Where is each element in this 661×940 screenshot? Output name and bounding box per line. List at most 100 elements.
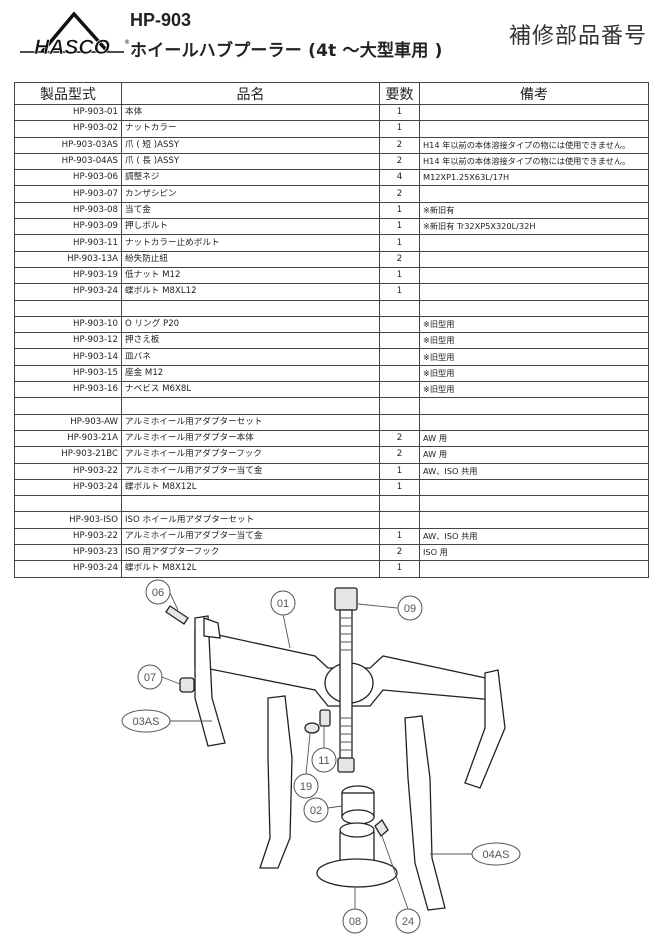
part-code-cell: HP-903-14 — [14, 348, 122, 366]
part-name-cell: アルミホイール用アダプター本体 — [121, 429, 380, 448]
part-code-cell: HP-903-24 — [14, 560, 122, 578]
part-name-cell: 座金 M12 — [121, 364, 380, 383]
part-name-cell: 当て金 — [121, 201, 380, 220]
adjust-screw-part — [165, 605, 189, 625]
quantity-cell — [379, 348, 420, 366]
notes-cell: H14 年以前の本体溶接タイプの物には使用できません。 — [419, 136, 649, 154]
svg-text:®: ® — [124, 39, 130, 46]
part-name-cell: 蝶ボルト M8X12L — [121, 560, 380, 578]
header-model-code: 製品型式 — [14, 82, 122, 105]
exploded-diagram: 06 01 09 07 03AS 11 — [100, 578, 540, 936]
part-code-cell: HP-903-07 — [14, 185, 122, 203]
part-code-cell: HP-903-13A — [14, 250, 122, 268]
hasco-logo: HASCO ® — [12, 8, 130, 64]
notes-cell: AW 用 — [419, 429, 649, 448]
pin-part — [179, 677, 195, 693]
callout-07: 07 — [137, 664, 181, 690]
long-jaw-center — [259, 695, 293, 869]
header-notes: 備考 — [419, 82, 649, 105]
callout-02: 02 — [303, 797, 343, 823]
part-name-cell: 蝶ボルト M8X12L — [121, 478, 380, 497]
part-name-cell: アルミホイール用アダプターフック — [121, 446, 380, 464]
quantity-cell: 1 — [379, 283, 420, 301]
part-name-cell: ナットカラー止めボルト — [121, 234, 380, 252]
part-name-cell: アルミホイール用アダプターセット — [121, 413, 380, 431]
notes-cell — [419, 397, 649, 415]
notes-cell: AW 用 — [419, 446, 649, 464]
product-name: ホイールハブプーラー (4t ～大型車用 ) — [130, 41, 443, 61]
part-code-cell: HP-903-10 — [14, 315, 122, 334]
part-name-cell: O リング P20 — [121, 315, 380, 334]
notes-cell: ※旧型用 — [419, 315, 649, 334]
part-name-cell: ナベビス M6X8L — [121, 381, 380, 399]
quantity-cell: 1 — [379, 527, 420, 546]
quantity-cell: 2 — [379, 152, 420, 171]
low-nut-part — [304, 722, 320, 734]
part-name-cell: 蝶ボルト M8XL12 — [121, 283, 380, 301]
part-name-cell: 爪 ( 長 )ASSY — [121, 152, 380, 171]
part-name-cell: 爪 ( 短 )ASSY — [121, 136, 380, 154]
part-name-cell: 本体 — [121, 103, 380, 122]
notes-cell — [419, 560, 649, 578]
notes-cell — [419, 299, 649, 317]
part-name-cell — [121, 397, 380, 415]
quantity-cell: 1 — [379, 234, 420, 252]
part-code-cell: HP-903-12 — [14, 332, 122, 350]
quantity-cell — [379, 511, 420, 529]
short-jaw-right — [464, 669, 506, 789]
quantity-cell — [379, 495, 420, 513]
table-row — [14, 495, 649, 513]
part-code-cell: HP-903-08 — [14, 201, 122, 220]
part-code-cell: HP-903-15 — [14, 364, 122, 383]
part-code-cell: HP-903-03AS — [14, 136, 122, 154]
part-code-cell: HP-903-19 — [14, 266, 122, 285]
quantity-cell — [379, 332, 420, 350]
wing-bolt-part — [374, 819, 389, 837]
svg-text:06: 06 — [152, 587, 164, 599]
callout-09: 09 — [357, 595, 423, 621]
quantity-cell: 2 — [379, 185, 420, 203]
callout-03as: 03AS — [121, 709, 212, 733]
part-name-cell: 押さえ板 — [121, 332, 380, 350]
part-code-cell: HP-903-01 — [14, 103, 122, 122]
part-name-cell — [121, 299, 380, 317]
part-code-cell: HP-903-24 — [14, 478, 122, 497]
callout-08: 08 — [342, 886, 368, 934]
notes-cell — [419, 234, 649, 252]
quantity-cell: 1 — [379, 266, 420, 285]
part-name-cell: 押しボルト — [121, 218, 380, 236]
quantity-cell — [379, 397, 420, 415]
quantity-cell — [379, 299, 420, 317]
part-name-cell: 紛失防止紐 — [121, 250, 380, 268]
svg-text:03AS: 03AS — [133, 716, 160, 728]
quantity-cell — [379, 381, 420, 399]
svg-text:09: 09 — [404, 603, 416, 615]
part-code-cell: HP-903-22 — [14, 527, 122, 546]
part-name-cell — [121, 495, 380, 513]
table-row — [14, 397, 649, 415]
notes-cell: ※旧型用 — [419, 348, 649, 366]
quantity-cell: 1 — [379, 201, 420, 220]
quantity-cell: 2 — [379, 446, 420, 464]
part-name-cell: ISO ホイール用アダプターセット — [121, 511, 380, 529]
notes-cell: H14 年以前の本体溶接タイプの物には使用できません。 — [419, 152, 649, 171]
quantity-cell: 2 — [379, 250, 420, 268]
notes-cell — [419, 266, 649, 285]
part-code-cell: HP-903-ISO — [14, 511, 122, 529]
notes-cell — [419, 511, 649, 529]
